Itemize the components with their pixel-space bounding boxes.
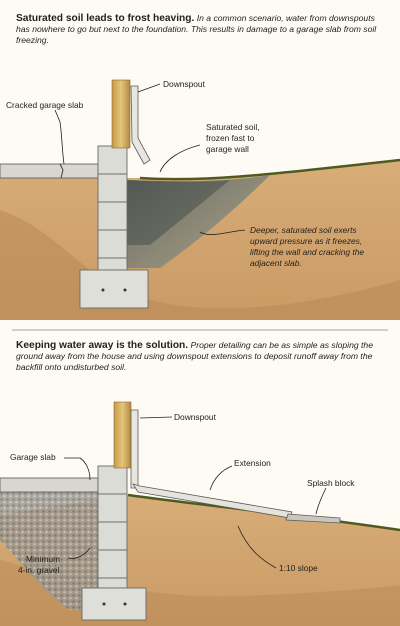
label-saturated-2: frozen fast to bbox=[206, 133, 255, 143]
heading-solution: Keeping water away is the solution. bbox=[16, 340, 189, 351]
slab-crack bbox=[59, 163, 64, 179]
label-garage-slab: Garage slab bbox=[10, 452, 56, 462]
caption-top: Saturated soil leads to frost heaving. I… bbox=[16, 13, 388, 46]
top-panel bbox=[0, 79, 400, 320]
grass-line-top bbox=[139, 158, 400, 181]
caption-top-body: In a common scenario, water from downspo… bbox=[16, 13, 377, 45]
label-splash-block: Splash block bbox=[307, 478, 355, 488]
foundation-wall-bottom bbox=[97, 465, 128, 589]
foundation-wall-top bbox=[97, 145, 128, 271]
label-extension: Extension bbox=[234, 458, 271, 468]
downspout-bottom bbox=[130, 409, 139, 489]
label-saturated-3: garage wall bbox=[206, 144, 249, 154]
label-deeper-1: Deeper, saturated soil exerts bbox=[250, 225, 357, 235]
footing-top bbox=[79, 269, 149, 309]
wood-wall-bottom bbox=[113, 401, 132, 469]
label-saturated-1: Saturated soil, bbox=[206, 122, 260, 132]
caption-bottom-body: Proper detailing can be as simple as slo… bbox=[16, 340, 373, 372]
label-downspout-top: Downspout bbox=[163, 79, 206, 89]
label-downspout-bottom: Downspout bbox=[174, 412, 217, 422]
label-gravel-1: Minimum bbox=[26, 554, 60, 564]
label-deeper-4: adjacent slab. bbox=[250, 258, 302, 268]
footing-bottom bbox=[81, 587, 147, 621]
bottom-panel bbox=[0, 401, 400, 626]
label-deeper-2: upward pressure as it freezes, bbox=[250, 236, 362, 246]
downspout-top bbox=[130, 85, 151, 165]
saturated-soil-dark bbox=[127, 180, 230, 245]
label-slope: 1:10 slope bbox=[279, 563, 318, 573]
gravel-backfill bbox=[0, 492, 98, 610]
label-deeper-3: lifting the wall and cracking the bbox=[250, 247, 364, 257]
wood-wall-top bbox=[111, 79, 131, 149]
caption-bottom: Keeping water away is the solution. Prop… bbox=[16, 340, 388, 373]
garage-slab-top bbox=[0, 163, 99, 179]
label-cracked-slab: Cracked garage slab bbox=[6, 100, 84, 110]
label-gravel-2: 4-in. gravel bbox=[18, 565, 60, 575]
splash-block bbox=[285, 513, 341, 524]
heading-frost-heaving: Saturated soil leads to frost heaving. bbox=[16, 13, 195, 24]
garage-slab-bottom bbox=[0, 477, 99, 493]
